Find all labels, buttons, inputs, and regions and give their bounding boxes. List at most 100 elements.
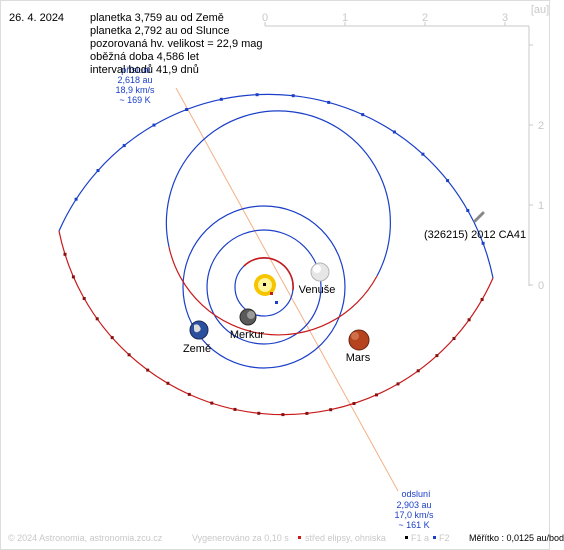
asteroid-position-point <box>281 413 285 417</box>
x-tick-label: 0 <box>262 12 268 24</box>
frame <box>0 0 550 550</box>
date: 26. 4. 2024 <box>9 12 65 24</box>
asteroid-position-point <box>480 298 484 301</box>
y-tick-label: 2 <box>538 120 544 132</box>
asteroid-orbit-lower <box>58 230 494 416</box>
x-tick-label: 2 <box>422 12 428 24</box>
aphelion-title: odsluní <box>401 489 431 499</box>
asteroid-position-point <box>305 411 309 415</box>
venus-orbit <box>206 229 322 345</box>
apsis-line <box>175 87 399 492</box>
asteroid-position-point <box>127 353 131 357</box>
asteroid-position-point <box>185 108 189 111</box>
venus: Venuše <box>299 262 336 296</box>
ellipse-center-marker <box>270 292 273 295</box>
earth-label: Země <box>183 343 211 355</box>
earth-orbit <box>182 205 346 369</box>
asteroid-position-point <box>74 197 78 201</box>
asteroid-position-point <box>396 382 400 386</box>
aphelion-distance: 2,903 au <box>396 500 431 510</box>
perihelion-speed: 18,9 km/s <box>115 85 155 95</box>
venus-label: Venuše <box>299 284 336 296</box>
asteroid-position-point <box>352 402 356 405</box>
footer-legend-center: střed elipsy, ohniska <box>305 533 386 543</box>
asteroid-position-point <box>219 97 223 101</box>
legend-f2-marker <box>433 536 436 539</box>
venus-highlight <box>313 265 321 273</box>
scale-axes: 0 1 2 3 [au] 0 1 2 <box>262 4 549 292</box>
asteroid-position-point <box>257 411 261 415</box>
footer-legend-f2: F2 <box>439 533 450 543</box>
footer-generated: Vygenerováno za 0,10 s <box>192 533 289 543</box>
y-tick-label: 1 <box>538 200 544 212</box>
asteroid-position-point <box>110 336 114 340</box>
planet-orbits <box>165 110 391 369</box>
info-line: oběžná doba 4,586 let <box>90 51 199 63</box>
asteroid-position-point <box>452 337 456 340</box>
x-tick-label: 3 <box>502 12 508 24</box>
asteroid-position-point <box>122 144 126 148</box>
mars-highlight <box>351 332 359 340</box>
info-line: interval bodů 41,9 dnů <box>90 64 199 76</box>
footer-copyright: © 2024 Astronomia, astronomia.zcu.cz <box>8 533 163 543</box>
focus-f1-marker <box>263 283 266 286</box>
focus-f2-marker <box>275 301 278 304</box>
asteroid-position-point <box>361 113 365 117</box>
asteroid-position-point <box>233 407 237 411</box>
asteroid-position-point <box>467 318 471 322</box>
x-tick-label: 1 <box>342 12 348 24</box>
asteroid-position-point <box>255 93 259 97</box>
asteroid-position-point <box>327 100 331 104</box>
mercury-orbit-below <box>243 257 294 291</box>
footer-scale: Měřítko : 0,0125 au/bod <box>469 533 564 543</box>
perihelion-title: přísluní <box>121 65 151 75</box>
mars-orbit-lower <box>168 246 378 336</box>
asteroid-position-point <box>63 252 67 256</box>
legend-center-marker <box>298 536 301 539</box>
info-line: planetka 2,792 au od Slunce <box>90 25 230 37</box>
y-tick-label: 0 <box>538 280 544 292</box>
asteroid-position-point <box>329 408 333 412</box>
asteroid-position-point <box>392 130 396 134</box>
perihelion-distance: 2,618 au <box>117 75 152 85</box>
scale-unit: [au] <box>531 4 549 16</box>
asteroid-position-point <box>210 401 214 405</box>
footer-legend-f1: F1 a <box>411 533 430 543</box>
asteroid-position-point <box>96 169 100 172</box>
asteroid: (326215) 2012 CA41 <box>424 211 526 241</box>
asteroid-label: (326215) 2012 CA41 <box>424 229 526 241</box>
asteroid-icon <box>473 211 485 223</box>
earth: Země <box>183 320 211 355</box>
mars-disk <box>348 329 370 351</box>
asteroid-position-point <box>375 393 378 397</box>
mercury-highlight <box>247 311 255 319</box>
asteroid-position-point <box>416 369 420 373</box>
orbit-canvas: 0 1 2 3 [au] 0 1 2 <box>0 0 550 550</box>
aphelion-speed: 17,0 km/s <box>394 510 434 520</box>
asteroid-position-point <box>152 123 156 127</box>
info-line: pozorovaná hv. velikost = 22,9 mag <box>90 38 263 50</box>
mercury-label: Merkur <box>230 329 265 341</box>
mars-label: Mars <box>346 352 371 364</box>
asteroid-position-point <box>71 275 75 279</box>
venus-disk <box>310 262 330 282</box>
asteroid-position-point <box>95 317 99 321</box>
aphelion-info: odsluní 2,903 au 17,0 km/s ~ 161 K <box>394 489 434 530</box>
asteroid-position-point <box>435 354 439 358</box>
sun <box>254 274 278 304</box>
info-line: planetka 3,759 au od Země <box>90 12 224 24</box>
asteroid-position-point <box>466 209 470 212</box>
earth-clouds <box>194 324 201 333</box>
asteroid-position-point <box>166 381 170 385</box>
asteroid-position-point <box>481 241 485 245</box>
aphelion-temperature: ~ 161 K <box>398 520 429 530</box>
asteroid-position-point <box>421 152 425 156</box>
asteroid-position-point <box>291 94 295 98</box>
asteroid-position-point <box>187 392 191 396</box>
asteroid-position-point <box>446 179 450 183</box>
legend-f1-marker <box>405 536 408 539</box>
mars: Mars <box>346 329 371 364</box>
mercury: Merkur <box>230 308 265 341</box>
asteroid-position-point <box>82 297 86 300</box>
